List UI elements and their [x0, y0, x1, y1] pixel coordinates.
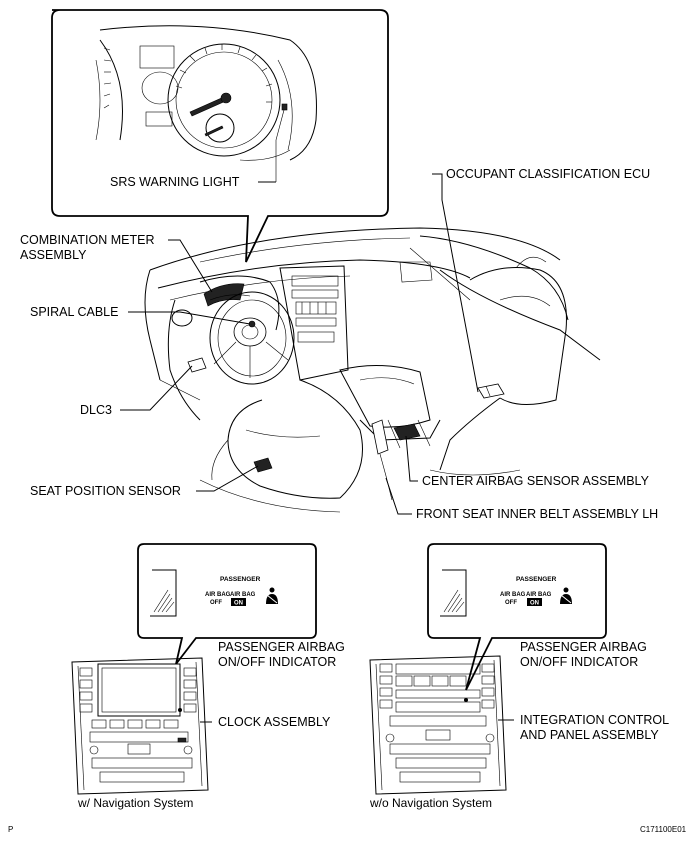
- spiral-cable-label: SPIRAL CABLE: [30, 305, 118, 319]
- figure-code: C171100E01: [640, 825, 687, 834]
- passenger-indicator-label-left-1: PASSENGER AIRBAG: [218, 640, 345, 654]
- vehicle-interior-illustration: [144, 227, 601, 513]
- airbag-off-text-1: AIR BAG: [205, 592, 231, 598]
- airbag-on-text-right-2: ON: [530, 601, 539, 607]
- passenger-text: PASSENGER: [220, 576, 261, 583]
- center-airbag-sensor-label: CENTER AIRBAG SENSOR ASSEMBLY: [422, 474, 650, 488]
- seatbelt-person-icon: [266, 587, 278, 604]
- no-nav-head-unit-illustration: [369, 655, 507, 795]
- passenger-indicator-label-right-2: ON/OFF INDICATOR: [520, 655, 638, 669]
- seatbelt-person-icon-right: [560, 587, 572, 604]
- front-seat-inner-belt-label: FRONT SEAT INNER BELT ASSEMBLY LH: [416, 507, 658, 521]
- gauge-cluster-illustration: [95, 25, 317, 182]
- combination-meter-label-line1: COMBINATION METER: [20, 233, 155, 247]
- airbag-on-text-2: ON: [234, 601, 243, 607]
- dlc3-label: DLC3: [80, 403, 112, 417]
- airbag-off-text-right-2: OFF: [505, 600, 517, 606]
- nav-head-unit-illustration: [71, 657, 209, 795]
- airbag-off-text-2: OFF: [210, 600, 222, 606]
- srs-warning-light-label: SRS WARNING LIGHT: [110, 175, 240, 189]
- airbag-on-text-1: AIR BAG: [230, 592, 256, 598]
- integration-control-label-1: INTEGRATION CONTROL: [520, 713, 669, 727]
- combination-meter-label-line2: ASSEMBLY: [20, 248, 87, 262]
- passenger-text-right: PASSENGER: [516, 576, 557, 583]
- passenger-indicator-label-left-2: ON/OFF INDICATOR: [218, 655, 336, 669]
- airbag-off-text-right-1: AIR BAG: [500, 592, 526, 598]
- without-nav-caption: w/o Navigation System: [369, 796, 492, 810]
- seat-position-sensor-label: SEAT POSITION SENSOR: [30, 484, 181, 498]
- indicator-panel-left: PASSENGER AIR BAG OFF AIR BAG ON: [150, 569, 278, 617]
- indicator-panel-right: PASSENGER AIR BAG OFF AIR BAG ON: [440, 569, 572, 617]
- with-nav-caption: w/ Navigation System: [77, 796, 193, 810]
- meter-inset: SRS WARNING LIGHT: [51, 9, 389, 263]
- integration-control-label-2: AND PANEL ASSEMBLY: [520, 728, 659, 742]
- leader-lines: [120, 173, 479, 515]
- passenger-indicator-label-right-1: PASSENGER AIRBAG: [520, 640, 647, 654]
- clock-assembly-label: CLOCK ASSEMBLY: [218, 715, 331, 729]
- no-nav-panel-group: PASSENGER AIR BAG OFF AIR BAG ON: [369, 543, 607, 795]
- nav-panel-group: PASSENGER AIR BAG OFF AIR BAG ON: [71, 543, 317, 795]
- corner-mark-left: P: [8, 825, 13, 834]
- airbag-on-text-right-1: AIR BAG: [526, 592, 552, 598]
- occupant-classification-ecu-label: OCCUPANT CLASSIFICATION ECU: [446, 167, 650, 181]
